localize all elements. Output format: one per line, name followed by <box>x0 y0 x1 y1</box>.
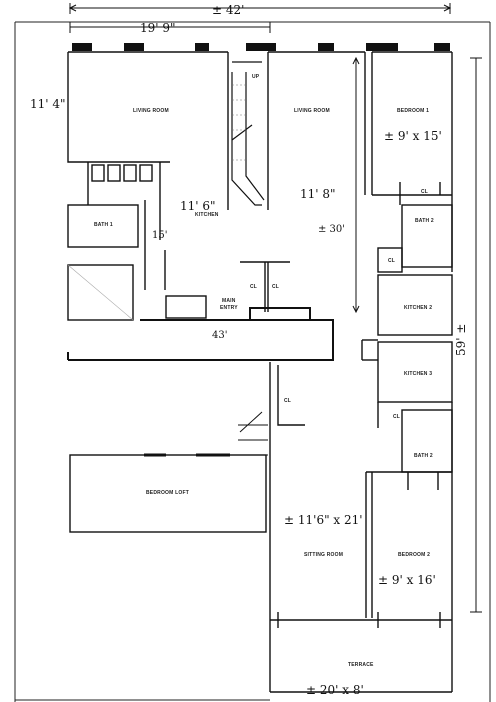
height-30-dimension-line <box>352 56 360 314</box>
top-dimension-line <box>68 3 452 14</box>
label-bedroom-loft: BEDROOM LOFT <box>146 490 189 496</box>
living-width-dimension-line <box>69 22 271 33</box>
label-closet-1: CL <box>250 284 257 290</box>
label-closet-b2: CL <box>388 258 395 264</box>
label-bath-2-bottom: BATH 2 <box>414 453 433 459</box>
bath-1-walls <box>67 162 161 248</box>
label-bath-2-top: BATH 2 <box>415 218 434 224</box>
label-living-room-left: LIVING ROOM <box>133 108 169 114</box>
hall-walls <box>67 200 290 321</box>
label-closet-2: CL <box>272 284 279 290</box>
stair-up-label: UP <box>252 74 260 80</box>
main-corridor-wall <box>67 307 334 361</box>
label-main-entry-line2: ENTRY <box>220 305 238 311</box>
label-kitchen: KITCHEN <box>195 212 219 218</box>
label-bedroom-1: BEDROOM 1 <box>397 108 429 114</box>
bedroom-1-dimension: ± 9' x 15' <box>384 129 442 143</box>
bedroom-loft-walls <box>69 453 267 533</box>
top-windows <box>72 43 450 51</box>
label-kitchen-3: KITCHEN 3 <box>404 371 432 377</box>
label-terrace: TERRACE <box>348 662 374 668</box>
hall-15-dimension: 15' <box>152 230 167 241</box>
upper-stair <box>231 61 265 206</box>
label-kitchen-2: KITCHEN 2 <box>404 305 432 311</box>
label-closet-mid: CL <box>284 398 291 404</box>
sitting-room-dimension: ± 11'6" x 21' <box>284 513 363 527</box>
total-height-dimension: 59' ± <box>454 324 468 356</box>
label-closet-right: CL <box>393 414 400 420</box>
living-width-dimension: 19' 9" <box>140 21 176 35</box>
label-main-entry-line1: MAIN <box>222 298 236 304</box>
label-bedroom-2: BEDROOM 2 <box>398 552 430 558</box>
upper-unit-walls <box>67 51 453 403</box>
page-frame <box>14 21 491 702</box>
label-living-room-center: LIVING ROOM <box>294 108 330 114</box>
lower-stair <box>238 411 268 456</box>
upper-stair-treads <box>232 84 246 161</box>
label-sitting-room: SITTING ROOM <box>304 552 343 558</box>
terrace-dimension: ± 20' x 8' <box>306 683 364 697</box>
height-59-dimension-line <box>470 57 482 613</box>
label-bath-1: BATH 1 <box>94 222 113 228</box>
total-width-dimension: ± 42' <box>212 3 244 17</box>
label-closet-bedroom-1: CL <box>421 189 428 195</box>
entry-43-dimension: 43' <box>212 330 227 341</box>
living-height-dimension: 11' 4" <box>30 97 66 111</box>
bedroom-2-dimension: ± 9' x 16' <box>378 573 436 587</box>
height-30-dimension: ± 30' <box>318 224 345 235</box>
lower-unit-walls <box>269 362 453 693</box>
center-width-dimension: 11' 8" <box>300 187 336 201</box>
kitchen-width-dimension: 11' 6" <box>180 199 216 213</box>
